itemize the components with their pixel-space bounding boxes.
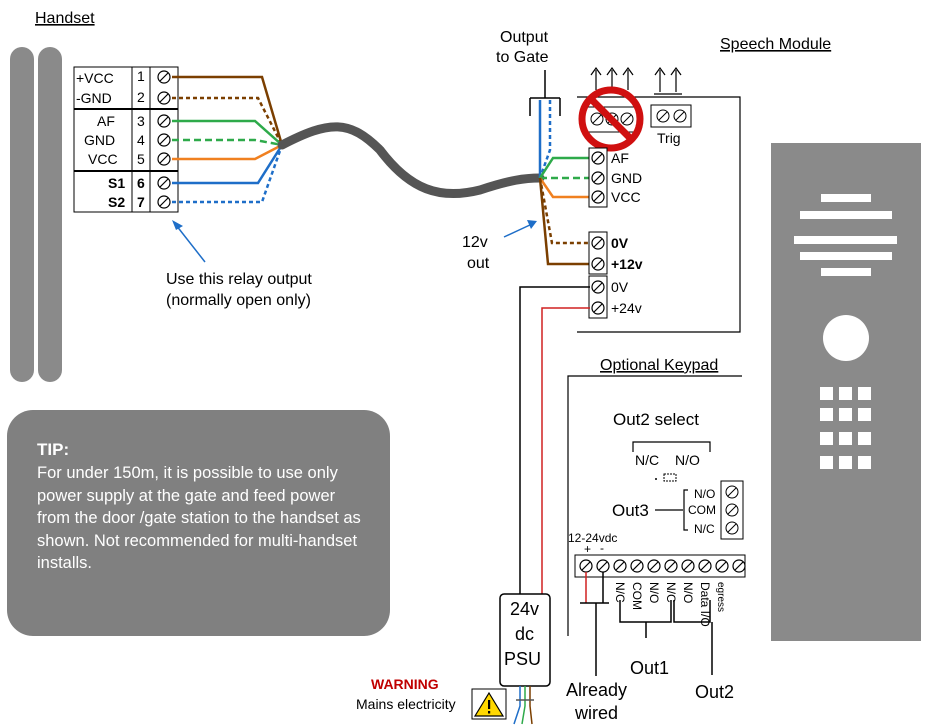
out3-terminal-block [720, 480, 744, 540]
out3-terminal-label: N/C [694, 522, 715, 536]
gate-output-wires [538, 100, 552, 179]
warning-text: Mains electricity [356, 696, 456, 712]
jumper-nc-label: N/C [635, 452, 659, 468]
tip-box: TIP: For under 150m, it is possible to u… [7, 410, 390, 636]
handset-terminal-number: 6 [137, 175, 145, 191]
speech-terminal-label: +12v [611, 256, 643, 272]
keypad-terminal-label: egress [715, 582, 726, 612]
handset-terminal-label: S2 [108, 194, 125, 210]
keypad-terminal-label: N/C [613, 582, 627, 603]
speech-terminal-label: 0V [611, 235, 629, 251]
speech-terminal-label: AF [611, 150, 629, 166]
jumper-no-label: N/O [675, 452, 700, 468]
handset-terminal-label: S1 [108, 175, 125, 191]
disabled-terminal-block [583, 106, 640, 133]
gate-output-connector [529, 70, 561, 116]
out3-terminal-label: N/O [694, 487, 715, 501]
handset-terminal-number: 5 [137, 151, 145, 167]
out2-select-label: Out2 select [613, 410, 699, 429]
keypad-buttons-icon [820, 387, 871, 469]
handset-wires [172, 75, 284, 204]
warning-title: WARNING [371, 676, 439, 692]
keypad-terminal-label: Data I/O [698, 582, 712, 627]
handset-terminal-label: GND [84, 132, 115, 148]
psu-line1: 24v [510, 599, 539, 619]
relay-note-line2: (normally open only) [166, 292, 311, 309]
keypad-terminal-label: COM [630, 582, 644, 610]
handset-screw-icons [157, 70, 171, 209]
speech-terminal-label: GND [611, 170, 642, 186]
already-wired-line1: Already [566, 680, 627, 700]
supply-voltage-label: 12-24vdc [568, 531, 617, 545]
psu-line3: PSU [504, 649, 541, 669]
speech-module-outline [577, 96, 741, 333]
trig-label: Trig [657, 130, 681, 146]
speech-terminal-label: 0V [611, 279, 629, 295]
keypad-terminal-label: N/C [664, 582, 678, 603]
handset-terminal-label: AF [97, 113, 115, 129]
main-cable [277, 122, 545, 199]
psu-line2: dc [515, 624, 534, 644]
tip-title: TIP: [37, 440, 70, 459]
already-wired-line2: wired [574, 703, 618, 723]
antenna-icons [590, 66, 682, 95]
out2-label: Out2 [695, 682, 734, 702]
handset-terminal-label: VCC [88, 151, 118, 167]
speech-module-wires [538, 156, 590, 266]
handset-title: Handset [35, 10, 95, 27]
handset-terminal-number: 4 [137, 132, 145, 148]
relay-note-line1: Use this relay output [166, 271, 312, 288]
handset-terminal-number: 3 [137, 113, 145, 129]
speech-terminal-label: VCC [611, 189, 641, 205]
keypad-terminal-label: N/O [647, 582, 661, 603]
keypad-outline [567, 375, 742, 636]
speech-terminal-label: +24v [611, 300, 642, 316]
twelve-v-label-line1: 12v [462, 234, 488, 251]
supply-plus-label: + [584, 542, 591, 556]
gate-output-line1: Output [500, 29, 549, 46]
out1-label: Out1 [630, 658, 669, 678]
warning-triangle-icon [471, 688, 507, 720]
relay-note-arrow [175, 224, 206, 263]
handset-terminal-number: 1 [137, 68, 145, 84]
supply-minus-label: - [600, 541, 604, 555]
keypad-bottom-terminal-strip [574, 554, 746, 578]
psu-wires [519, 286, 590, 594]
gate-output-line2: to Gate [496, 49, 549, 66]
handset-terminal-number: 7 [137, 194, 145, 210]
prohibited-icon [578, 86, 644, 152]
handset-terminal-label: -GND [76, 90, 112, 106]
speech-module-screws [591, 151, 605, 315]
trig-terminal-block [650, 104, 692, 128]
speech-module-title: Speech Module [720, 36, 831, 53]
keypad-title: Optional Keypad [600, 357, 718, 374]
handset-terminal-label: +VCC [76, 70, 114, 86]
camera-lens-icon [823, 315, 869, 361]
handset-receiver-icon [10, 47, 62, 382]
door-station-panel [771, 143, 921, 641]
out3-terminal-label: COM [688, 503, 716, 517]
twelve-v-label-line2: out [467, 255, 490, 272]
handset-terminal-number: 2 [137, 89, 145, 105]
keypad-terminal-label: N/O [681, 582, 695, 603]
out3-label: Out3 [612, 501, 649, 520]
jumper-icon [663, 473, 677, 482]
mains-cable [513, 686, 534, 725]
tip-body: For under 150m, it is possible to use on… [37, 464, 361, 572]
twelve-v-arrow [503, 223, 533, 238]
